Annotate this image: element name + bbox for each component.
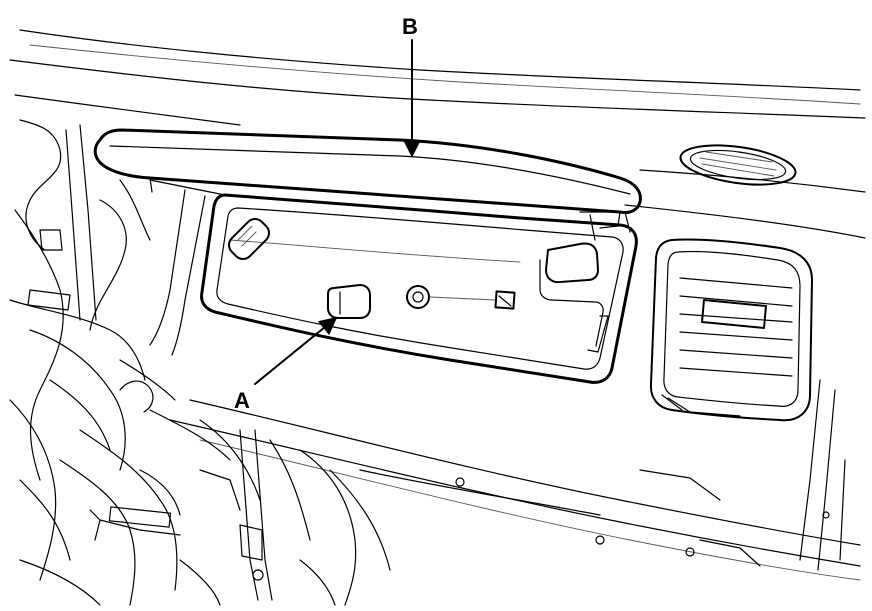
callout-label-b: B xyxy=(402,14,418,39)
glove-box-switch xyxy=(228,218,270,260)
leader-arrow-a xyxy=(254,316,338,385)
mounting-screw xyxy=(406,285,496,309)
left-wiring-harness xyxy=(9,119,391,606)
right-air-vent xyxy=(649,238,813,422)
speaker-grille xyxy=(679,144,797,186)
dashboard-top-surface xyxy=(9,29,866,239)
callout-leaders xyxy=(254,39,421,385)
mounting-clip-a xyxy=(327,284,371,319)
dashboard-lower-edge xyxy=(169,399,861,581)
glove-box-hinge-bracket xyxy=(539,211,631,353)
mounting-clip-square xyxy=(494,290,516,310)
glove-box-opening xyxy=(200,193,638,384)
left-dashboard-panel xyxy=(65,124,231,356)
glove-box-lid-b xyxy=(93,128,642,229)
callout-label-a: A xyxy=(234,388,250,413)
right-side-panel xyxy=(639,379,846,571)
